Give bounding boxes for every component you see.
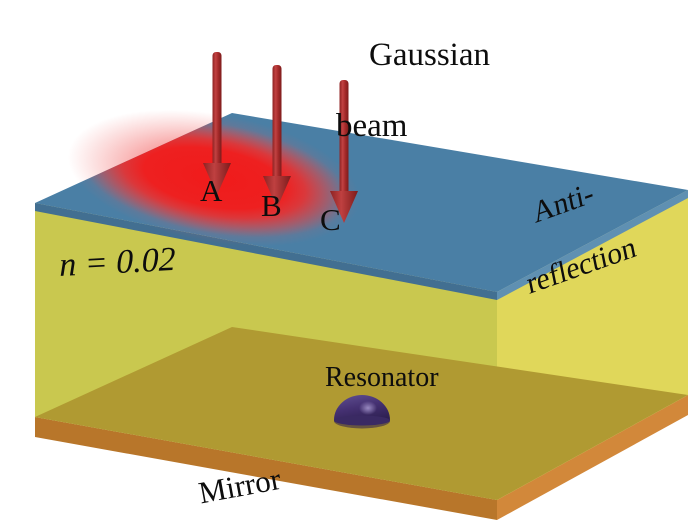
antireflection-label-line2: reflection	[523, 230, 639, 302]
antireflection-label-line1: Anti-	[530, 176, 597, 231]
beam-arrow-b	[263, 65, 291, 208]
gaussian-beam-label-line2: beam	[336, 107, 408, 144]
beam-arrow-c	[330, 80, 358, 223]
coating-right-edge	[497, 190, 688, 300]
beam-point-label-c: C	[320, 202, 341, 237]
mirror-right-face	[497, 395, 688, 520]
coating-front-edge	[35, 203, 497, 300]
beam-point-label-a: A	[200, 173, 223, 208]
mirror-front-face	[35, 417, 497, 520]
resonator-dome	[334, 395, 390, 429]
beam-point-label-b: B	[261, 188, 282, 223]
beam-arrow-a	[203, 52, 231, 195]
refractive-index-label: n = 0.02	[58, 240, 176, 285]
gaussian-beam-label-line1: Gaussian	[369, 36, 490, 73]
resonator-label: Resonator	[325, 362, 439, 393]
gaussian-beam-label: Gaussian beam	[336, 2, 490, 216]
